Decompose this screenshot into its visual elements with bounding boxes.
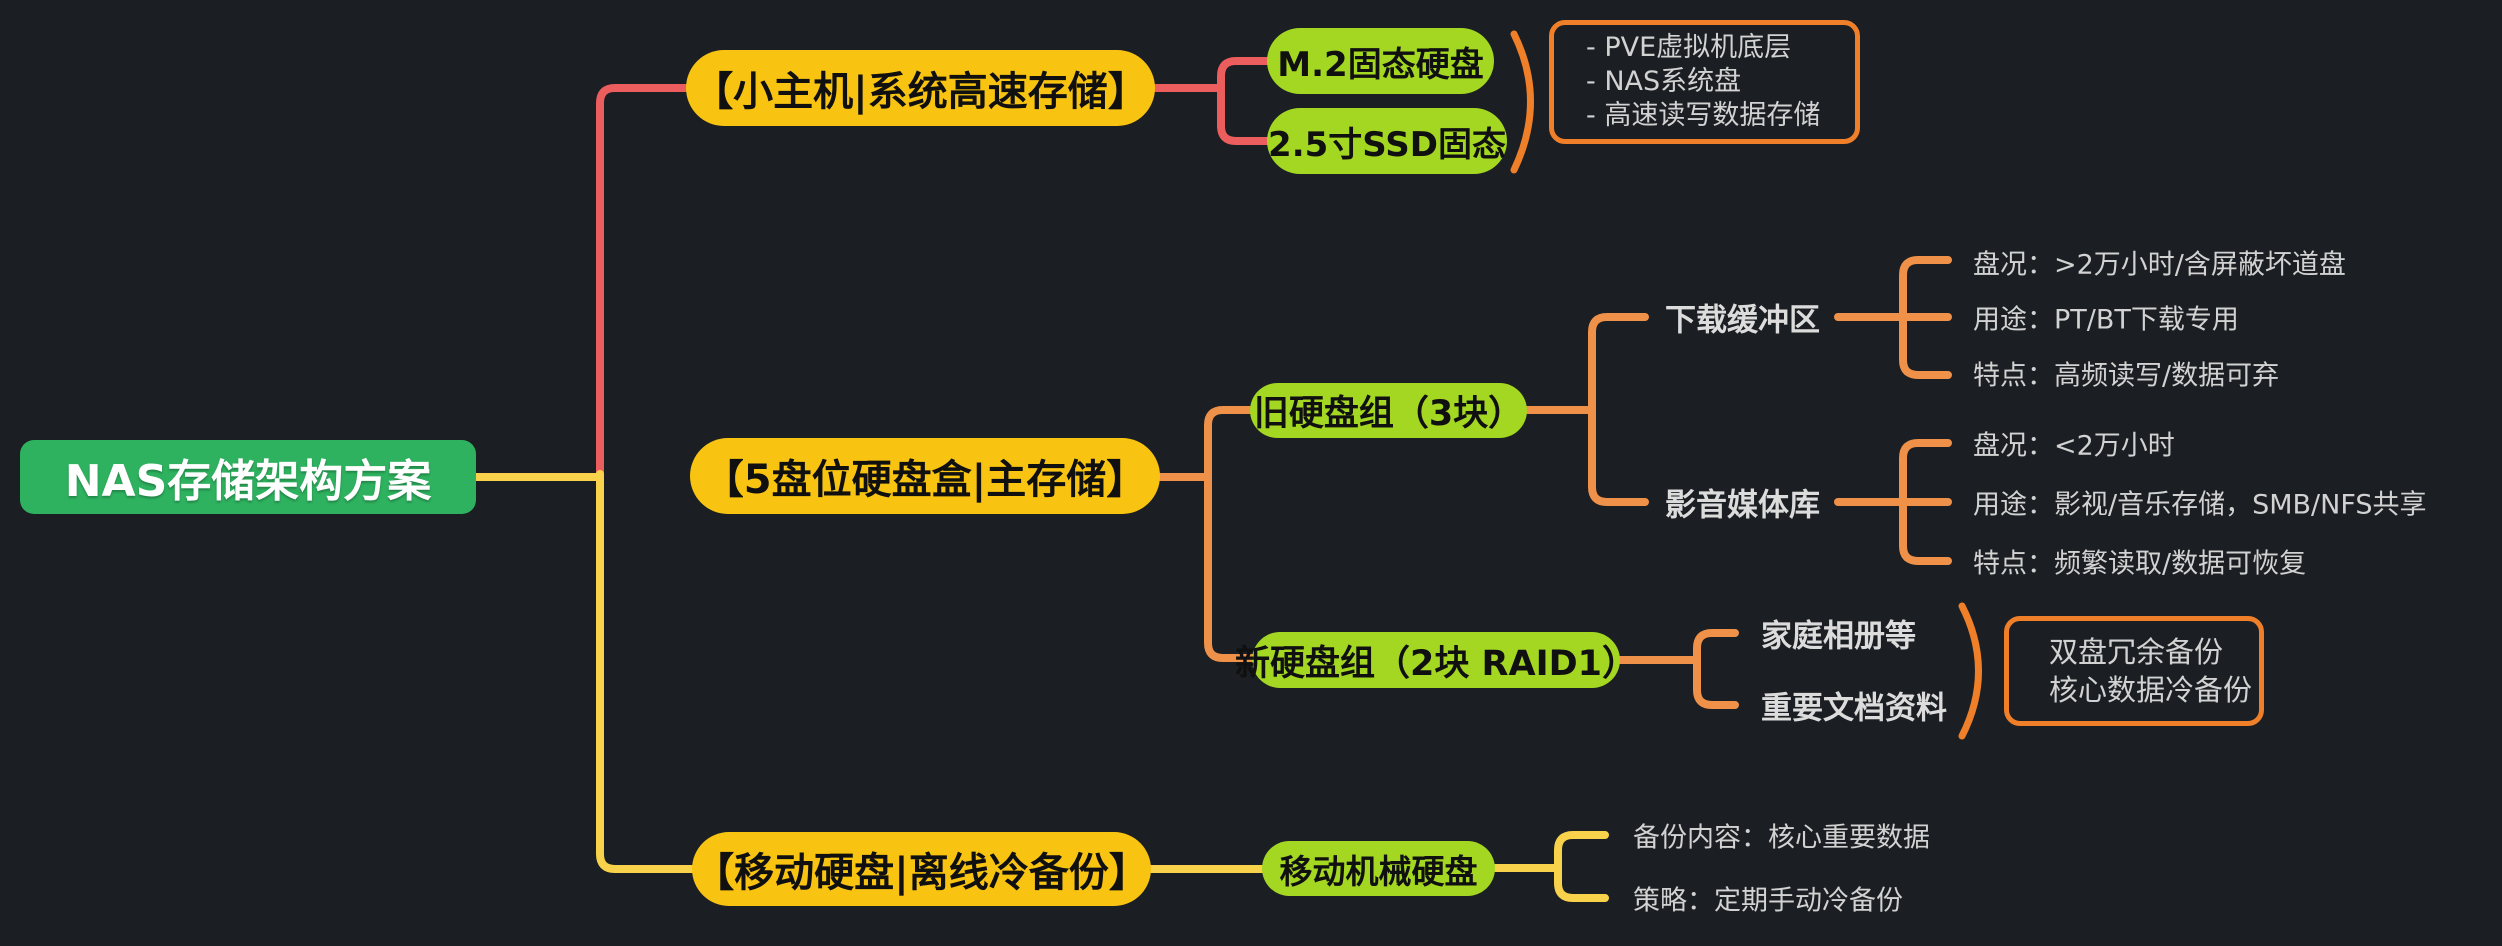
connector-main-fork [1204, 406, 1256, 662]
note-line: 双盘冗余备份 [2049, 635, 2224, 669]
leaf-backup-strategy[interactable]: 策略：定期手动冷备份 [1633, 885, 1903, 917]
leaf-backup-content[interactable]: 备份内容：核心重要数据 [1633, 822, 1930, 854]
root-topic[interactable]: NAS存储架构方案 [20, 440, 476, 514]
topic-media-library[interactable]: 影音媒体库 [1665, 487, 1820, 524]
summary-note-newgroup[interactable]: 双盘冗余备份 核心数据冷备份 [2004, 616, 2264, 726]
connector-trunk-to-backup [596, 470, 696, 873]
connector-oldgroup-fork [1588, 313, 1649, 506]
connector-backup-fork [1554, 831, 1609, 902]
leaf-download-trait[interactable]: 特点：高频读写/数据可弃 [1973, 360, 2280, 392]
topic-family-albums[interactable]: 家庭相册等 [1761, 618, 1916, 655]
note-line: 核心数据冷备份 [2049, 673, 2253, 707]
leaf-download-usage[interactable]: 用途：PT/BT下载专用 [1973, 304, 2239, 336]
note-line: - NAS系统盘 [1586, 66, 1742, 97]
leaf-media-condition[interactable]: 盘况：<2万小时 [1973, 430, 2175, 462]
connector-trunk-to-system [596, 84, 690, 484]
note-line: - PVE虚拟机底层 [1586, 32, 1792, 63]
branch-main-storage[interactable]: 【5盘位硬盘盒|主存储】 [690, 438, 1160, 514]
topic-25-ssd[interactable]: 2.5寸SSD固态 [1267, 108, 1507, 174]
summary-note-system[interactable]: - PVE虚拟机底层 - NAS系统盘 - 高速读写数据存储 [1549, 20, 1860, 144]
topic-old-disk-group[interactable]: 旧硬盘组（3块） [1250, 383, 1527, 438]
branch-cold-backup[interactable]: 【移动硬盘|离线冷备份】 [692, 832, 1151, 906]
note-line: - 高速读写数据存储 [1586, 100, 1821, 131]
topic-download-buffer[interactable]: 下载缓冲区 [1665, 302, 1820, 339]
leaf-media-trait[interactable]: 特点：频繁读取/数据可恢复 [1973, 548, 2307, 580]
connector-newgroup-fork [1693, 629, 1739, 709]
leaf-media-usage[interactable]: 用途：影视/音乐存储，SMB/NFS共享 [1973, 489, 2427, 521]
summary-bracket-newgroup [1958, 602, 1982, 740]
topic-important-docs[interactable]: 重要文档资料 [1761, 690, 1947, 727]
summary-bracket-system [1510, 30, 1534, 174]
branch-system-storage[interactable]: 【小主机|系统高速存储】 [686, 50, 1155, 126]
topic-m2-ssd[interactable]: M.2固态硬盘 [1267, 28, 1494, 94]
leaf-download-condition[interactable]: 盘况：>2万小时/含屏蔽坏道盘 [1973, 249, 2346, 281]
topic-new-disk-group[interactable]: 新硬盘组（2块 RAID1） [1235, 632, 1637, 688]
topic-mobile-hdd[interactable]: 移动机械硬盘 [1262, 841, 1495, 896]
connector-system-fork [1217, 57, 1271, 145]
